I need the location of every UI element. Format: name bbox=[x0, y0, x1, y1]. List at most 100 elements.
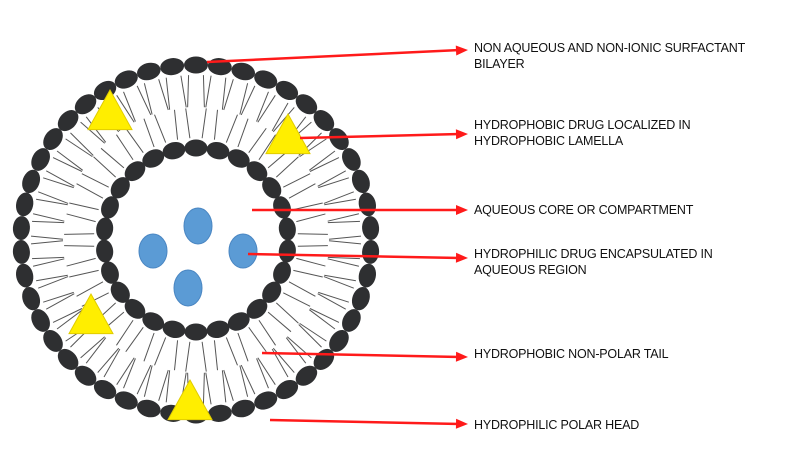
tail-line bbox=[69, 270, 98, 277]
polar-head bbox=[207, 57, 233, 77]
tail-line bbox=[268, 312, 291, 332]
polar-head bbox=[349, 167, 373, 195]
tail-line bbox=[69, 203, 98, 210]
arrowhead-icon bbox=[456, 253, 468, 263]
polar-head bbox=[207, 403, 233, 423]
tail-line bbox=[296, 258, 325, 266]
tail-line bbox=[214, 110, 217, 140]
polar-head bbox=[205, 318, 231, 340]
tail-line bbox=[257, 358, 269, 388]
tail-line bbox=[46, 171, 74, 187]
tail-line bbox=[67, 214, 96, 222]
red-arrow-line bbox=[207, 50, 460, 62]
yellow-triangle-icon bbox=[168, 380, 212, 420]
tail-line bbox=[329, 241, 361, 244]
tail-line bbox=[33, 214, 64, 221]
red-arrow-line bbox=[262, 353, 460, 357]
label-hydrophilic-drug: HYDROPHILIC DRUG ENCAPSULATED IN AQUEOUS… bbox=[474, 246, 713, 278]
tail-line bbox=[238, 119, 248, 147]
label-hydrophobic-drug: HYDROPHOBIC DRUG LOCALIZED IN HYDROPHOBI… bbox=[474, 117, 690, 149]
tail-line bbox=[64, 246, 94, 247]
polar-head bbox=[12, 239, 31, 264]
tail-line bbox=[324, 199, 356, 205]
tail-line bbox=[258, 95, 275, 122]
tail-line bbox=[64, 234, 94, 235]
tail-line bbox=[276, 157, 298, 177]
tail-line bbox=[289, 282, 315, 296]
tail-line bbox=[298, 234, 328, 235]
polar-head bbox=[161, 140, 187, 162]
blue-ellipse-icon bbox=[184, 208, 212, 244]
polar-head bbox=[19, 167, 43, 195]
polar-head bbox=[19, 284, 43, 312]
red-arrow-line bbox=[270, 420, 460, 424]
polar-head bbox=[357, 191, 379, 218]
tail-line bbox=[249, 327, 267, 351]
yellow-triangle-icon bbox=[69, 294, 113, 334]
polar-head bbox=[361, 239, 380, 264]
tail-line bbox=[310, 158, 339, 172]
tail-line bbox=[318, 171, 346, 187]
tail-line bbox=[289, 184, 315, 198]
tail-line bbox=[46, 294, 74, 310]
polar-head bbox=[95, 239, 115, 264]
tail-line bbox=[33, 259, 64, 266]
tail-line bbox=[328, 257, 360, 258]
tail-line bbox=[117, 358, 134, 385]
tail-line bbox=[276, 303, 298, 323]
tail-line bbox=[116, 320, 133, 345]
tail-line bbox=[258, 358, 275, 385]
tail-line bbox=[328, 214, 359, 221]
tail-line bbox=[324, 192, 354, 204]
blue-ellipse-icon bbox=[139, 234, 167, 268]
tail-line bbox=[206, 373, 211, 405]
tail-line bbox=[38, 277, 68, 289]
polar-head bbox=[159, 57, 185, 77]
tail-line bbox=[82, 174, 109, 187]
polar-head bbox=[205, 140, 231, 162]
tail-line bbox=[293, 270, 322, 277]
arrowhead-icon bbox=[456, 419, 468, 429]
tail-line bbox=[36, 275, 68, 281]
tail-line bbox=[77, 184, 103, 198]
tail-line bbox=[324, 275, 356, 281]
arrowhead-icon bbox=[456, 46, 468, 56]
polar-head bbox=[14, 262, 36, 289]
tail-line bbox=[67, 258, 96, 266]
label-surfactant-bilayer: NON AQUEOUS AND NON-IONIC SURFACTANT BIL… bbox=[474, 40, 745, 72]
tail-line bbox=[174, 340, 177, 370]
tail-line bbox=[318, 294, 346, 310]
tail-line bbox=[214, 340, 217, 370]
tail-line bbox=[238, 333, 248, 361]
tail-line bbox=[31, 241, 63, 244]
tail-line bbox=[203, 75, 204, 107]
tail-line bbox=[126, 128, 144, 152]
tail-line bbox=[202, 108, 206, 138]
tail-line bbox=[155, 337, 166, 365]
polar-head bbox=[185, 140, 208, 157]
arrowhead-icon bbox=[456, 129, 468, 139]
tail-line bbox=[94, 157, 116, 177]
polar-head bbox=[349, 284, 373, 312]
polar-head bbox=[161, 318, 187, 340]
tail-line bbox=[124, 358, 136, 388]
polar-head bbox=[278, 239, 298, 264]
tail-line bbox=[226, 337, 237, 365]
tail-line bbox=[101, 148, 124, 168]
tail-line bbox=[126, 327, 144, 351]
tail-line bbox=[328, 221, 360, 222]
tail-line bbox=[283, 174, 310, 187]
polar-head bbox=[14, 191, 36, 218]
tail-line bbox=[257, 92, 269, 122]
arrowhead-icon bbox=[456, 352, 468, 362]
tail-line bbox=[186, 108, 190, 138]
tail-line bbox=[328, 259, 359, 266]
tail-line bbox=[32, 257, 64, 258]
label-aqueous-core: AQUEOUS CORE OR COMPARTMENT bbox=[474, 202, 693, 218]
polar-head bbox=[12, 216, 31, 241]
tail-line bbox=[202, 342, 206, 372]
tail-line bbox=[283, 293, 310, 306]
tail-line bbox=[186, 342, 190, 372]
tail-line bbox=[36, 199, 68, 205]
tail-line bbox=[144, 119, 154, 147]
